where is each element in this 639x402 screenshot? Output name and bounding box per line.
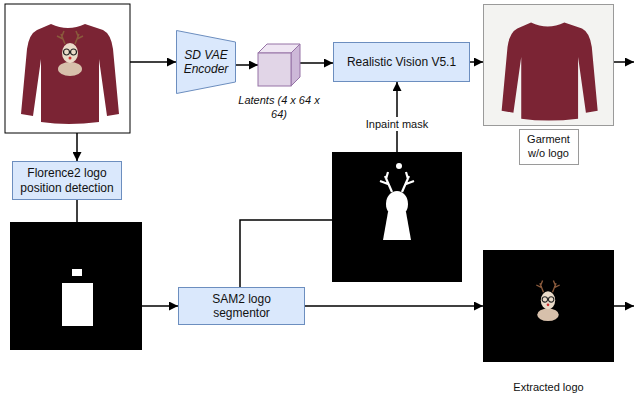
input-wire xyxy=(130,61,176,63)
position-mask-image xyxy=(10,222,142,350)
cube-side xyxy=(291,44,300,86)
wire-label: Inpaint mask xyxy=(363,117,431,131)
extracted-logo-image xyxy=(484,251,613,361)
latent-cube: Latents (4 x 64 x 64) xyxy=(258,44,300,86)
input-image-frame xyxy=(5,4,130,133)
node-caption: Extracted logo xyxy=(513,381,583,395)
input-garment xyxy=(21,24,119,124)
position-box-small xyxy=(72,269,82,276)
output-garment xyxy=(502,23,598,121)
position-wire xyxy=(76,200,78,222)
output-wire xyxy=(614,61,634,63)
node-caption: Garment w/o logo xyxy=(519,129,579,165)
sweater-shape xyxy=(21,24,119,124)
segment-wire xyxy=(142,305,178,307)
reindeer-logo xyxy=(536,281,559,322)
node-caption: Latents (4 x 64 x 64) xyxy=(237,94,321,122)
flow-arrow xyxy=(236,64,258,66)
trapezoid-shape xyxy=(177,31,236,94)
image-frame: Garment w/o logo xyxy=(483,4,614,126)
process-box: Florence2 logo position detection xyxy=(12,161,122,200)
node-label: SAM2 logo segmentor xyxy=(183,292,300,321)
sweater-shape xyxy=(502,23,598,121)
cube-outline xyxy=(258,44,300,86)
encoder-trapezoid: SD VAE Encoder xyxy=(176,30,236,94)
mask-wire xyxy=(240,220,332,287)
node-label: Realistic Vision V5.1 xyxy=(347,55,456,69)
output-image-ground xyxy=(484,5,613,125)
detect-wire xyxy=(76,133,78,161)
flow-arrow xyxy=(305,305,483,307)
node-label: Florence2 logo position detection xyxy=(17,166,117,195)
image-frame: Extracted logo xyxy=(483,250,614,362)
node-label: SD VAE Encoder xyxy=(181,48,231,77)
flow-arrow xyxy=(470,61,483,63)
mask-silhouette xyxy=(380,163,414,240)
inpaint-mask-image xyxy=(332,152,462,282)
process-box: Realistic Vision V5.1 xyxy=(333,42,470,82)
flow-arrow xyxy=(300,62,333,64)
position-box-large xyxy=(62,283,93,326)
output-wire xyxy=(614,305,634,307)
reindeer-logo xyxy=(57,31,83,76)
cube-front xyxy=(258,53,291,86)
process-box: SAM2 logo segmentor xyxy=(178,287,305,325)
